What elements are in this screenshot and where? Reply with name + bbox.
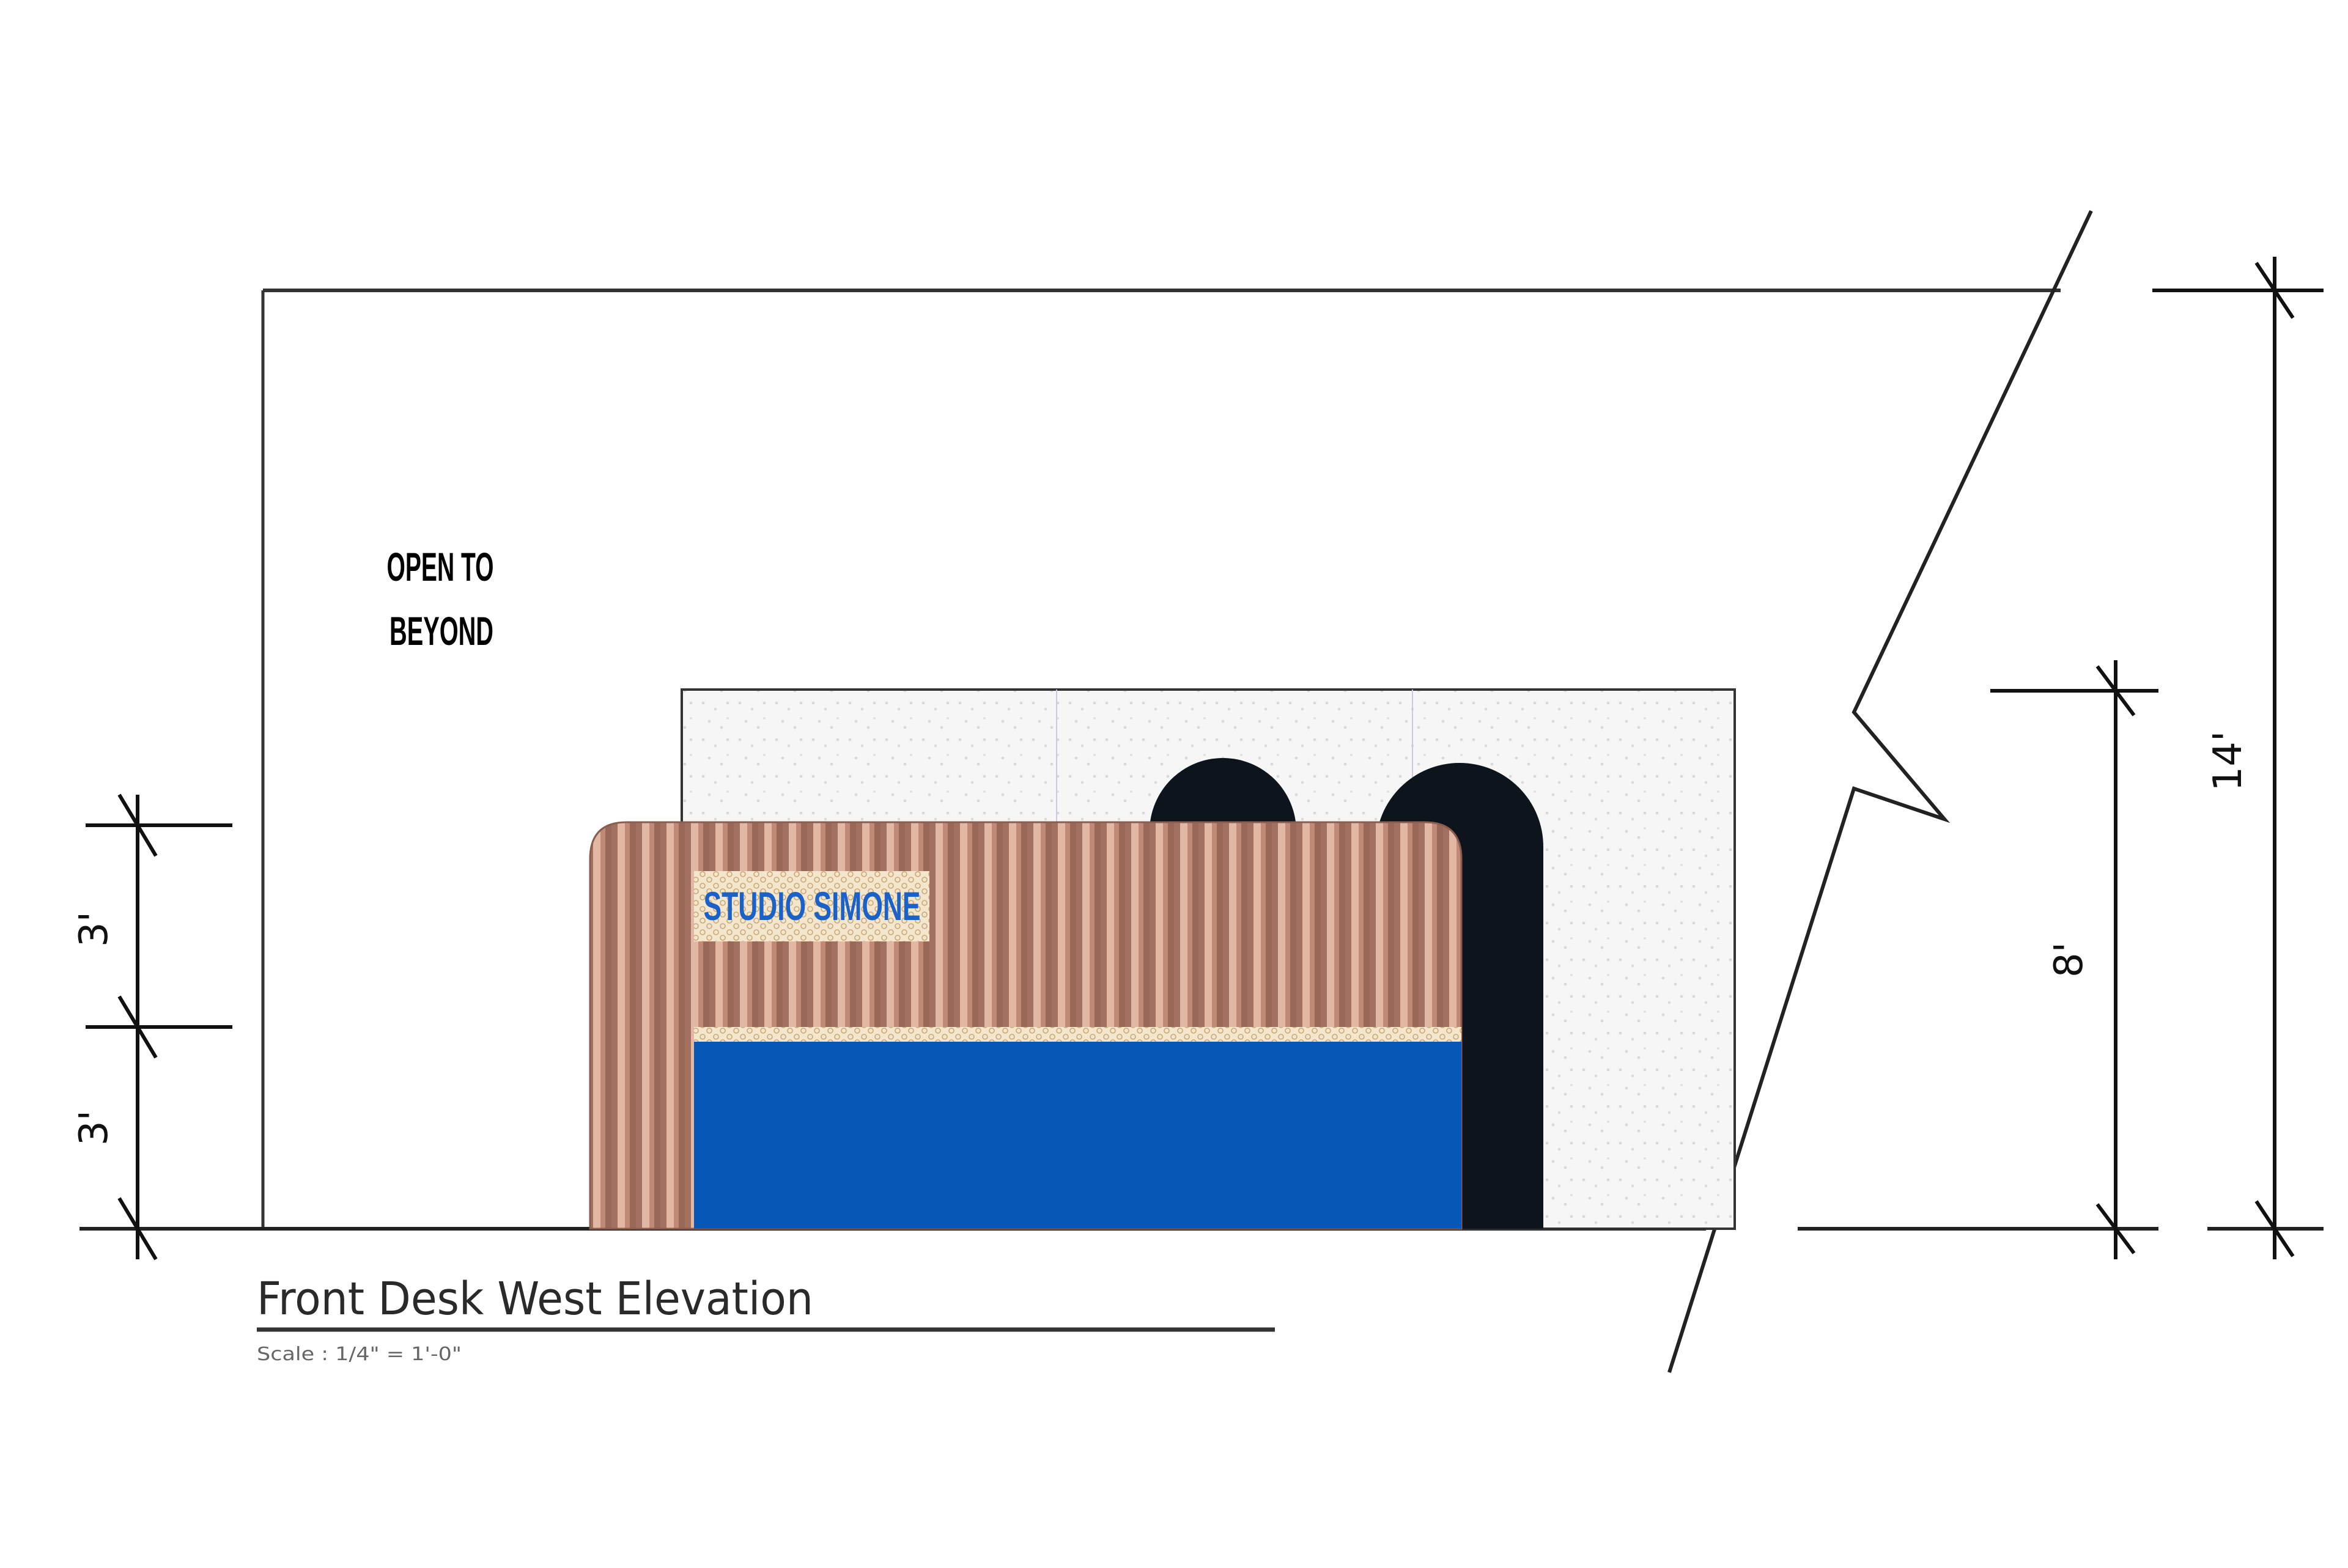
desk-hex-tile-band — [694, 1027, 1461, 1042]
dimension-right-outer-label: 14' — [2206, 731, 2251, 791]
break-line — [1667, 210, 2093, 1373]
front-desk: STUDIO SIMONE — [589, 821, 1463, 1230]
title-block: Front Desk West Elevation Scale : 1/4" =… — [257, 1273, 1275, 1365]
desk-sign-panel — [694, 871, 929, 941]
note-line-1: OPEN TO — [387, 544, 494, 589]
dimension-left-lower-label: 3' — [72, 1110, 117, 1146]
desk-sign-text: STUDIO SIMONE — [704, 883, 921, 929]
dimension-right-inner-label: 8' — [2047, 942, 2092, 977]
desk-blue-front — [694, 1042, 1461, 1229]
dimension-right-inner — [1990, 660, 2158, 1259]
dimension-right-outer — [2152, 257, 2324, 1259]
dimension-left-upper-label: 3' — [72, 911, 117, 947]
note-line-2: BEYOND — [389, 608, 493, 653]
open-to-beyond-note: OPEN TO BEYOND — [387, 544, 494, 653]
drawing-scale: Scale : 1/4" = 1'-0" — [257, 1344, 462, 1365]
drawing-title: Front Desk West Elevation — [257, 1273, 813, 1325]
room-outline — [261, 289, 2061, 1229]
dimension-left — [86, 793, 232, 1261]
